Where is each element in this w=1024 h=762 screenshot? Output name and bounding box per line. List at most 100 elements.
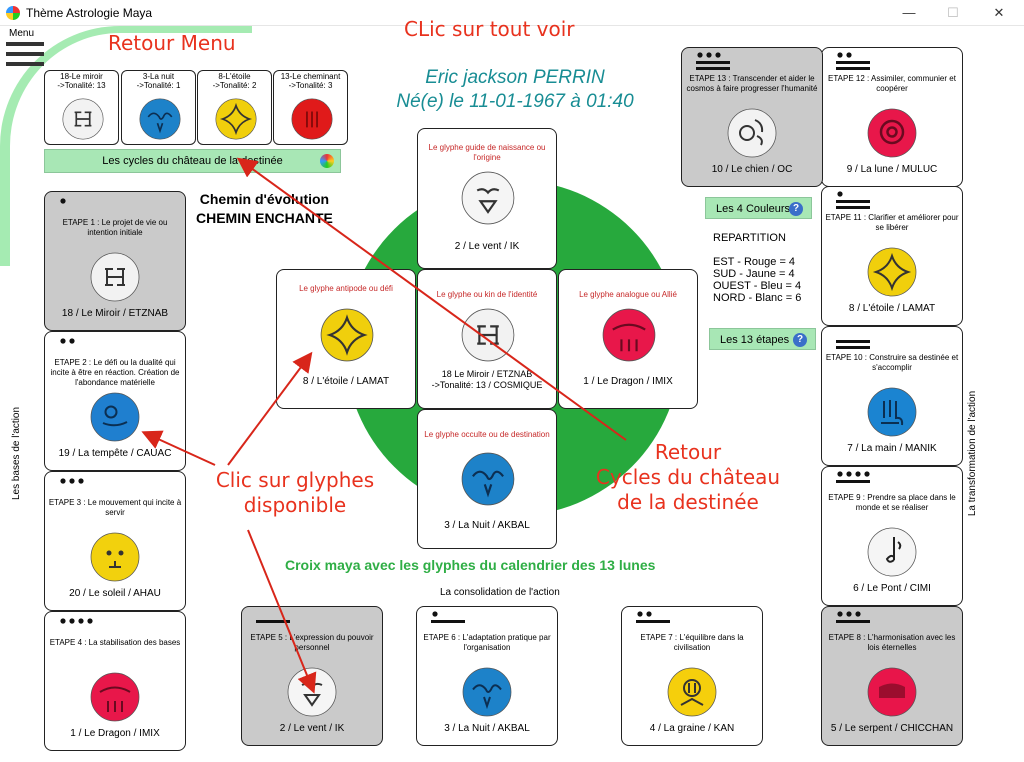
tone-notation-icon (250, 609, 300, 636)
etape-text: ETAPE 5 : L'expression du pouvoir person… (250, 633, 374, 652)
imix-glyph-icon[interactable] (90, 672, 140, 722)
etape-caption: 18 / Le Miroir / ETZNAB (61, 308, 169, 319)
cimi-glyph-icon[interactable] (867, 527, 917, 577)
etape-caption: 10 / Le chien / OC (711, 164, 793, 175)
etape-3-box[interactable]: ETAPE 3 : Le mouvement qui incite à serv… (44, 471, 186, 611)
cross-right-box[interactable]: Le glyphe analogue ou Allié 1 / Le Drago… (558, 269, 698, 409)
app-icon (6, 6, 20, 20)
cycles-chateau-button[interactable]: Les cycles du château de la destinée (44, 149, 341, 173)
cross-top-box[interactable]: Le glyphe guide de naissance ou l'origin… (417, 128, 557, 269)
side-label-right: La transformation de l'action (967, 390, 979, 517)
cross-right-title: Le glyphe analogue ou Allié (579, 290, 677, 299)
manik-glyph-icon[interactable] (867, 387, 917, 437)
chemin-name: CHEMIN ENCHANTE (196, 210, 333, 226)
imix-glyph-icon[interactable] (602, 308, 656, 362)
ben-glyph-icon[interactable] (291, 98, 333, 140)
repartition-est: EST - Rouge = 4 (713, 256, 796, 268)
etape-6-box[interactable]: ETAPE 6 : L'adaptation pratique par l'or… (416, 606, 558, 746)
cross-center-box[interactable]: Le glyphe ou kin de l'identité 18 Le Mir… (417, 269, 557, 409)
tone-notation-icon (830, 469, 880, 496)
etape-5-box[interactable]: ETAPE 5 : L'expression du pouvoir person… (241, 606, 383, 746)
tone-notation-icon (53, 474, 103, 501)
etape-11-box[interactable]: ETAPE 11 : Clarifier et améliorer pour s… (821, 186, 963, 326)
cross-bottom-box[interactable]: Le glyphe occulte ou de destination 3 / … (417, 409, 557, 549)
kan-glyph-icon[interactable] (667, 667, 717, 717)
lamat-glyph-icon[interactable] (320, 308, 374, 362)
cycle-tonalite: ->Tonalité: 2 (212, 81, 257, 90)
akbal-glyph-icon[interactable] (139, 98, 181, 140)
ik-glyph-icon[interactable] (461, 171, 515, 225)
etape-8-box[interactable]: ETAPE 8 : L'harmonisation avec les lois … (821, 606, 963, 746)
lamat-glyph-icon[interactable] (867, 247, 917, 297)
maximize-button[interactable]: ☐ (947, 5, 959, 20)
etznab-glyph-icon[interactable] (461, 308, 515, 362)
ik-glyph-icon[interactable] (287, 667, 337, 717)
etznab-glyph-icon[interactable] (62, 98, 104, 140)
cycle-tonalite: ->Tonalité: 1 (136, 81, 181, 90)
etape-10-box[interactable]: ETAPE 10 : Construire sa destinée et s'a… (821, 326, 963, 466)
close-button[interactable]: ✕ (993, 5, 1005, 20)
chicchan-glyph-icon[interactable] (867, 667, 917, 717)
etznab-glyph-icon[interactable] (90, 252, 140, 302)
etape-text: ETAPE 1 : Le projet de vie ou intention … (62, 218, 168, 237)
annotation-clic-glyphes: Clic sur glyphes disponible (200, 468, 390, 518)
cycle-label: 3-La nuit (142, 72, 175, 81)
lamat-glyph-icon[interactable] (215, 98, 257, 140)
repartition-sud: SUD - Jaune = 4 (713, 268, 795, 280)
help-icon[interactable]: ? (789, 202, 803, 216)
oc-glyph-icon[interactable] (727, 108, 777, 158)
hamburger-menu-icon[interactable] (6, 42, 44, 72)
etape-1-box[interactable]: ETAPE 1 : Le projet de vie ou intention … (44, 191, 186, 331)
side-label-bottom: La consolidation de l'action (440, 587, 560, 598)
etape-text: ETAPE 6 : L'adaptation pratique par l'or… (423, 633, 551, 652)
minimize-button[interactable]: — (902, 5, 916, 20)
ahau-glyph-icon[interactable] (90, 532, 140, 582)
treize-etapes-button[interactable]: Les 13 étapes ? (709, 328, 816, 350)
tone-notation-icon (830, 609, 880, 636)
etape-caption: 19 / La tempête / CAUAC (58, 448, 172, 459)
repartition-nord: NORD - Blanc = 6 (713, 292, 802, 304)
etape-text: ETAPE 11 : Clarifier et améliorer pour s… (825, 213, 959, 232)
treize-etapes-label: Les 13 étapes (720, 334, 790, 346)
cycle-box[interactable]: 3-La nuit->Tonalité: 1 (121, 70, 196, 145)
etape-text: ETAPE 8 : L'harmonisation avec les lois … (828, 633, 956, 652)
help-icon[interactable]: ? (793, 333, 807, 347)
cross-center-title: Le glyphe ou kin de l'identité (436, 290, 538, 299)
akbal-glyph-icon[interactable] (462, 667, 512, 717)
menu-label: Menu (9, 28, 35, 39)
cross-left-box[interactable]: Le glyphe antipode ou défi 8 / L'étoile … (276, 269, 416, 409)
annotation-clic-glyphes-2: disponible (243, 493, 347, 517)
quatre-couleurs-button[interactable]: Les 4 Couleurs ? (705, 197, 812, 219)
tone-notation-icon (425, 609, 475, 636)
etape-13-box[interactable]: ETAPE 13 : Transcender et aider le cosmo… (681, 47, 823, 187)
window-title: Thème Astrologie Maya (26, 6, 153, 20)
etape-7-box[interactable]: ETAPE 7 : L'équilibre dans la civilisati… (621, 606, 763, 746)
etape-text: ETAPE 10 : Construire sa destinée et s'a… (825, 353, 959, 372)
title-bar: Thème Astrologie Maya — ☐ ✕ (0, 0, 1024, 26)
etape-text: ETAPE 9 : Prendre sa place dans le monde… (828, 493, 956, 512)
cross-top-caption: 2 / Le vent / IK (454, 241, 520, 252)
etape-text: ETAPE 13 : Transcender et aider le cosmo… (686, 74, 818, 93)
cross-center-caption: 18 Le Miroir / ETZNAB (441, 369, 533, 379)
cycle-box[interactable]: 13-Le cheminant->Tonalité: 3 (273, 70, 348, 145)
etape-9-box[interactable]: ETAPE 9 : Prendre sa place dans le monde… (821, 466, 963, 606)
etape-2-box[interactable]: ETAPE 2 : Le défi ou la dualité qui inci… (44, 331, 186, 471)
akbal-glyph-icon[interactable] (461, 452, 515, 506)
cycle-label: 13-Le cheminant (280, 72, 341, 81)
etape-12-box[interactable]: ETAPE 12 : Assimiler, communier et coopé… (821, 47, 963, 187)
cross-center-tonalite: ->Tonalité: 13 / COSMIQUE (431, 380, 543, 390)
cycle-box[interactable]: 18-Le miroir->Tonalité: 13 (44, 70, 119, 145)
chemin-title: Chemin d'évolution (199, 191, 330, 207)
repartition-title: REPARTITION (713, 232, 786, 244)
etape-text: ETAPE 12 : Assimiler, communier et coopé… (828, 74, 956, 93)
tone-notation-icon (53, 614, 103, 641)
quatre-couleurs-label: Les 4 Couleurs (716, 203, 790, 215)
muluc-glyph-icon[interactable] (867, 108, 917, 158)
cross-left-caption: 8 / L'étoile / LAMAT (302, 376, 390, 387)
annotation-retour-1: Retour (654, 440, 722, 464)
cauac-glyph-icon[interactable] (90, 392, 140, 442)
cycle-box[interactable]: 8-L'étoile->Tonalité: 2 (197, 70, 272, 145)
tone-notation-icon (630, 609, 680, 636)
